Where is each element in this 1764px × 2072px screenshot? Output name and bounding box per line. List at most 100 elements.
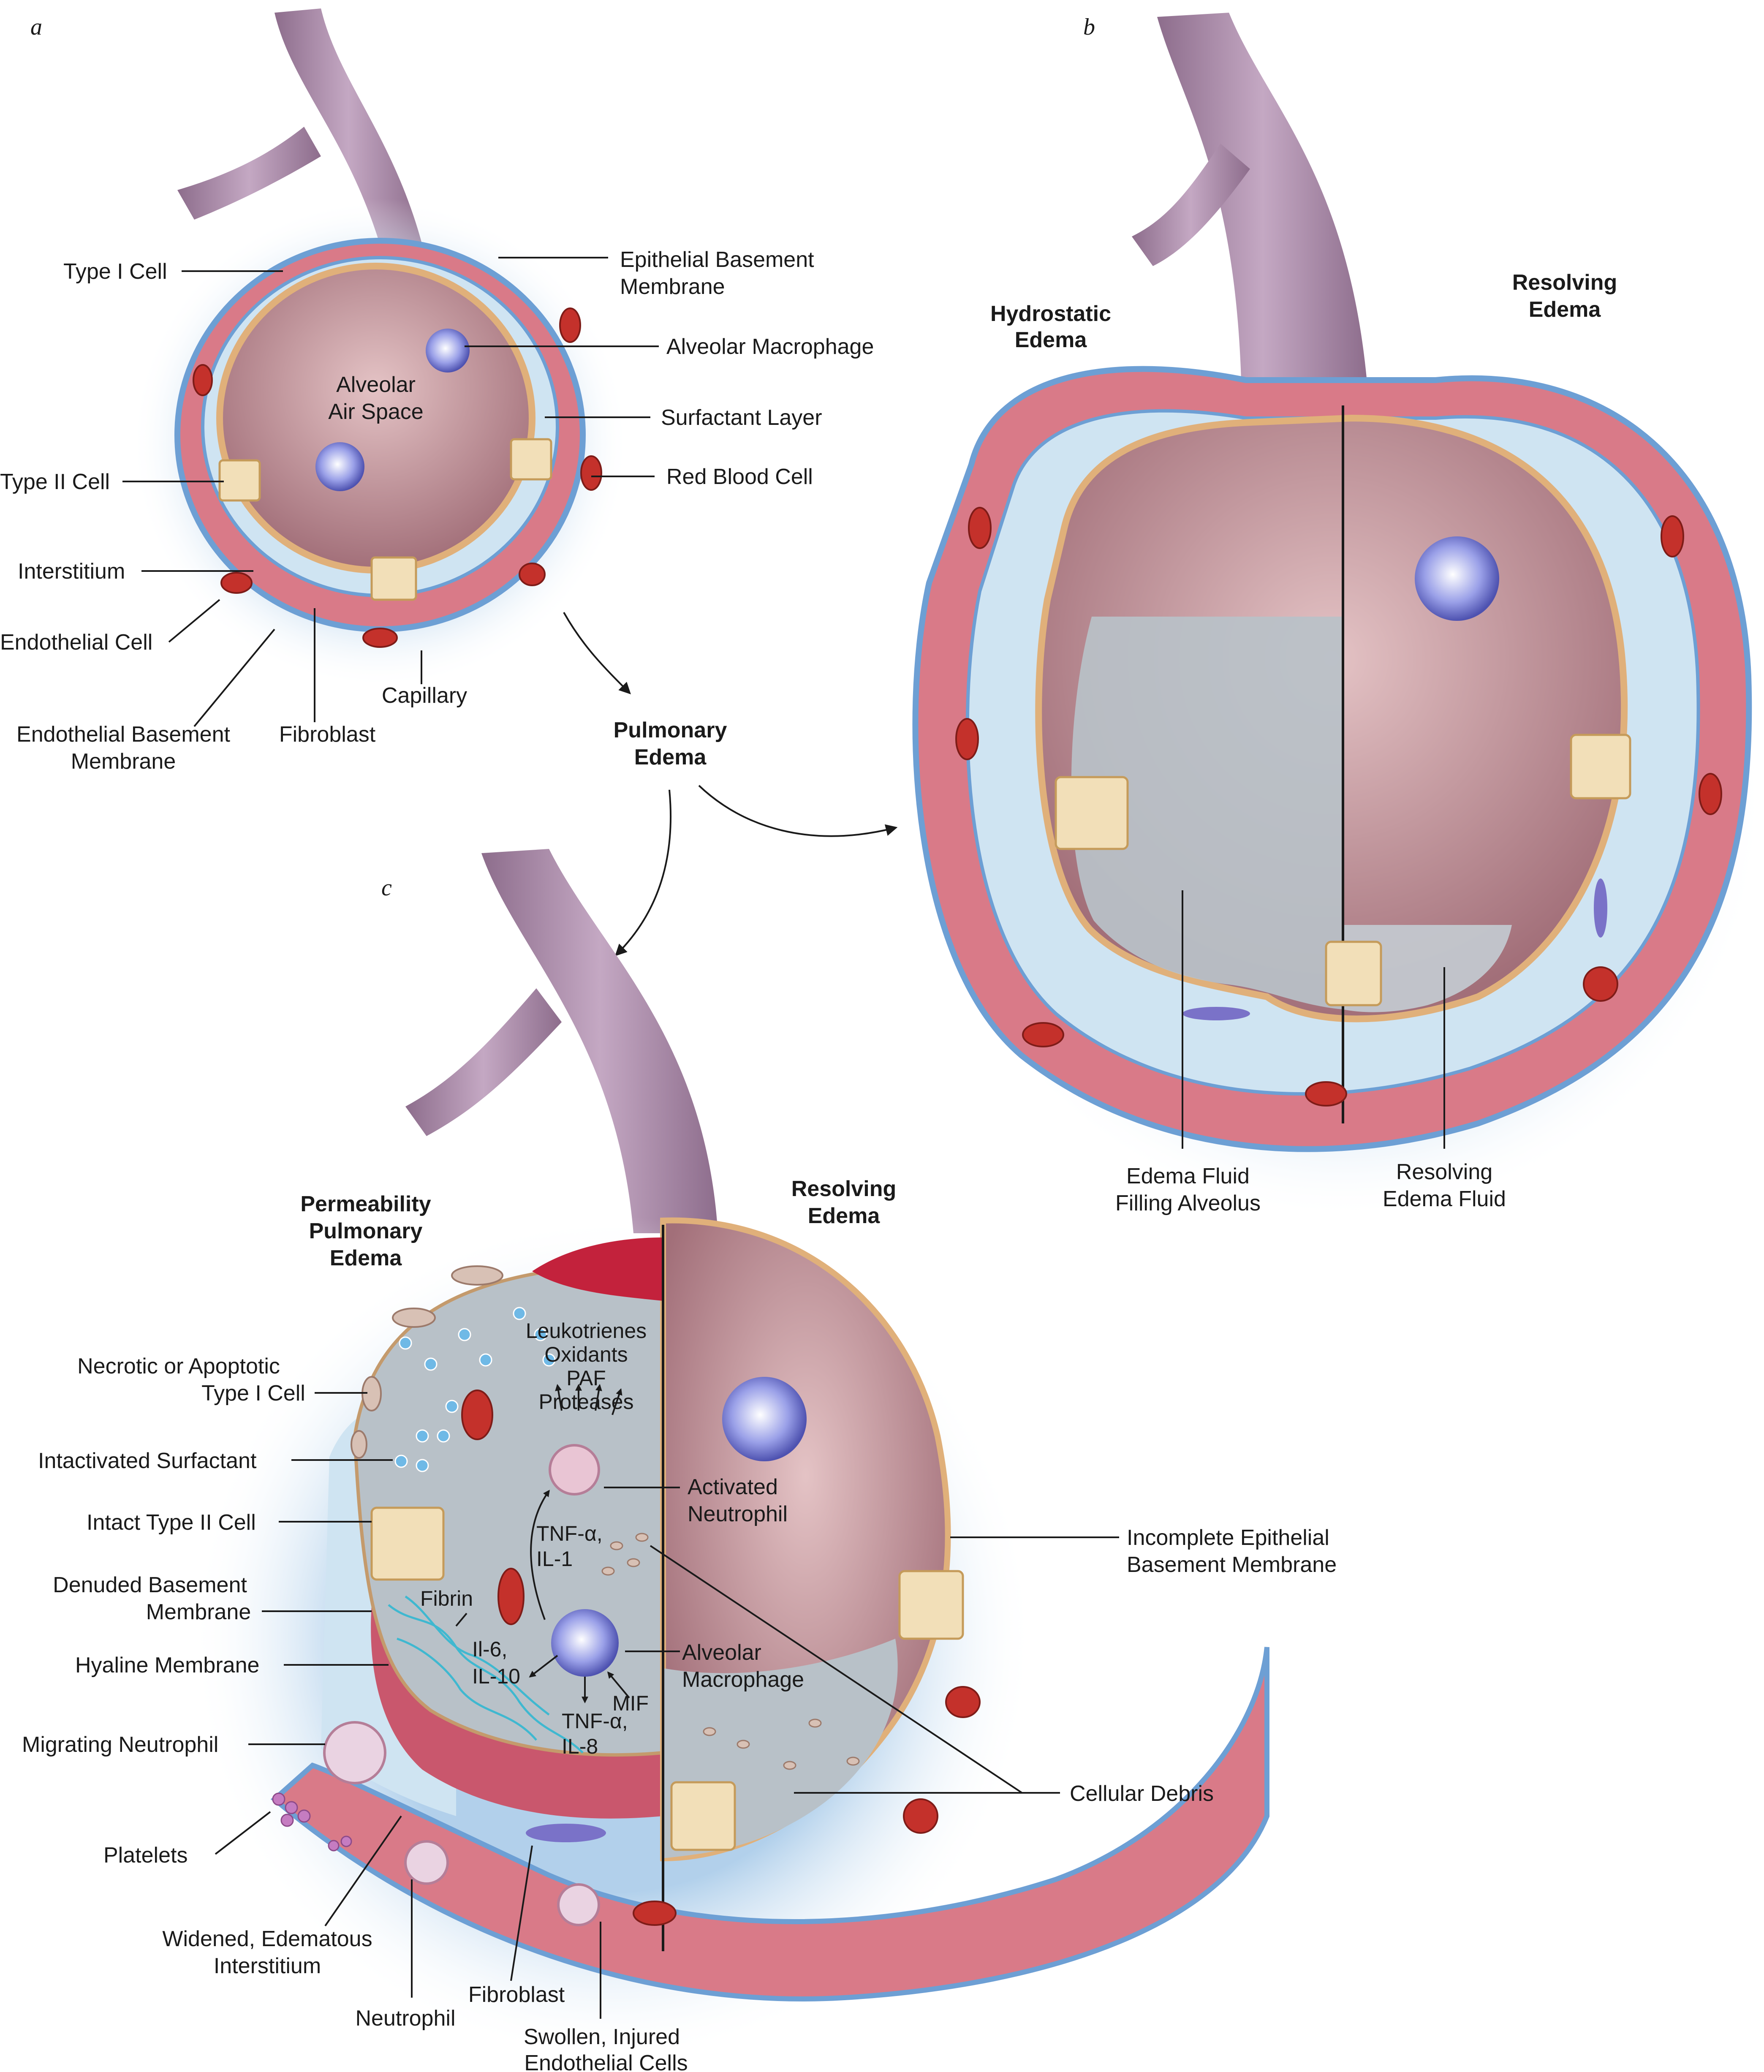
alveolar-macrophage-a [426,329,470,373]
panel-a: a Type I Cell Epithelial Basement Membra… [0,8,874,774]
type-ii-cells-b [1055,734,1631,1006]
mediator-il6: Il-6, [472,1637,507,1661]
label-alveolar-macrophage-c-2: Macrophage [682,1667,804,1692]
pulmonary-edema-flow: Pulmonary Edema [563,612,898,956]
airway-stem-b [1157,13,1368,397]
label-necrotic-1: Necrotic or Apoptotic [77,1354,280,1379]
panel-label-a: a [30,14,42,40]
panel-c: c Permeability Pulmonary Edema Resolving… [22,849,1337,2072]
permeability-edema-2: Pulmonary [309,1219,423,1243]
label-activated-1: Activated [688,1475,778,1499]
label-widened-1: Widened, Edematous [162,1927,372,1951]
label-endothelial-cell: Endothelial Cell [0,630,152,655]
panel-b: b Hydrostatic Edema Resolving Edema Edem… [912,13,1764,1221]
type-ii-cells-c [370,1506,964,1851]
label-intact-type-ii: Intact Type II Cell [87,1510,256,1535]
panel-label-b: b [1083,14,1095,40]
platelets-c [272,1792,352,1852]
edema-fluid-hydrostatic [1071,617,1343,1009]
mediator-mif: MIF [612,1691,649,1715]
alveolar-macrophage-c-resolving [722,1377,807,1461]
label-widened-2: Interstitium [214,1954,321,1978]
label-platelets: Platelets [103,1843,188,1868]
label-fibroblast-c: Fibroblast [468,1982,565,2007]
airway-branch-a [177,127,321,220]
label-neutrophil: Neutrophil [355,2006,455,2031]
mediator-tnf-1: TNF-α, [536,1522,603,1545]
label-swollen-2: Endothelial Cells [524,2051,688,2072]
hemorrhage-top-c [532,1237,663,1301]
label-inactivated-surfactant: Intactivated Surfactant [38,1449,257,1473]
mediator-oxidants: Oxidants [544,1343,628,1366]
alveolar-macrophage-a2 [315,442,364,491]
hyaline-membrane-c [371,1605,663,1819]
inactivated-surfactant-droplets [394,1307,556,1472]
mediator-tnf-3: TNF-α, [562,1709,628,1733]
label-type-ii-cell: Type II Cell [0,470,110,494]
label-hyaline-membrane: Hyaline Membrane [75,1653,259,1678]
airway-stem-a [275,8,422,245]
label-swollen-1: Swollen, Injured [524,2025,680,2049]
resolving-fluid-1: Resolving [1396,1160,1492,1184]
label-interstitium: Interstitium [18,559,125,584]
panel-label-c: c [381,875,392,901]
mediator-il10: IL-10 [472,1664,520,1688]
fibroblast-b [1182,1007,1250,1020]
activated-neutrophil-c [549,1444,600,1496]
type-ii-cells-a [218,438,552,601]
swollen-endothelial-cell-c [557,1883,600,1926]
label-endothelial-bm-2: Membrane [71,749,176,774]
alveolar-macrophage-c [551,1609,619,1677]
resolving-edema-b-2: Edema [1529,297,1601,322]
resolving-edema-b-1: Resolving [1512,270,1617,295]
pulmonary-edema-1: Pulmonary [614,718,727,742]
label-incomplete-1: Incomplete Epithelial [1127,1525,1329,1550]
label-red-blood-cell: Red Blood Cell [666,465,813,489]
label-fibroblast-a: Fibroblast [279,722,376,747]
hydrostatic-edema-1: Hydrostatic [990,302,1111,326]
airway-branch-c [405,988,562,1136]
label-denuded-1: Denuded Basement [53,1573,247,1597]
airway-branch-b [1132,144,1250,266]
resolving-fluid-2: Edema Fluid [1383,1187,1506,1211]
label-cellular-debris: Cellular Debris [1070,1781,1214,1806]
edema-fluid-1: Edema Fluid [1126,1164,1250,1188]
pulmonary-edema-2: Edema [634,745,707,770]
label-necrotic-2: Type I Cell [201,1381,305,1406]
label-air-space: Air Space [328,400,423,424]
red-blood-cells-b [955,507,1722,1107]
label-epithelial-bm-2: Membrane [620,275,725,299]
migrating-neutrophil-c [323,1721,386,1784]
resolving-edema-c-1: Resolving [791,1177,897,1201]
label-surfactant-layer: Surfactant Layer [661,405,822,430]
edema-fluid-2: Filling Alveolus [1115,1191,1261,1215]
label-endothelial-bm-1: Endothelial Basement [16,722,230,747]
label-activated-2: Neutrophil [688,1502,788,1526]
label-alveolar-1: Alveolar [336,373,416,397]
neutrophil-c [404,1840,449,1885]
mediator-proteases: Proteases [538,1390,633,1414]
mediator-tnf-2: IL-1 [536,1547,573,1571]
label-type-i-cell: Type I Cell [63,259,167,284]
hydrostatic-edema-2: Edema [1015,328,1087,352]
edema-fluid-resolving [1343,925,1512,1012]
resolving-edema-c-2: Edema [808,1204,881,1228]
mediator-paf: PAF [566,1366,606,1390]
label-capillary: Capillary [382,683,467,708]
alveolar-macrophage-b [1415,536,1499,621]
label-incomplete-2: Basement Membrane [1127,1553,1337,1577]
label-denuded-2: Membrane [146,1600,251,1624]
red-blood-cells-a [193,307,602,648]
label-migrating-neutrophil: Migrating Neutrophil [22,1732,218,1757]
mediator-il8: IL-8 [562,1735,598,1758]
permeability-edema-1: Permeability [300,1192,431,1216]
fibroblast-b2 [1594,878,1607,938]
fibroblast-c [526,1824,606,1842]
cellular-debris-c [601,1533,860,1770]
red-blood-cells-c [461,1389,981,1926]
mediator-leukotrienes: Leukotrienes [526,1319,647,1343]
label-alveolar-macrophage: Alveolar Macrophage [666,334,874,359]
label-fibrin: Fibrin [420,1587,473,1610]
label-alveolar-macrophage-c-1: Alveolar [682,1640,761,1665]
